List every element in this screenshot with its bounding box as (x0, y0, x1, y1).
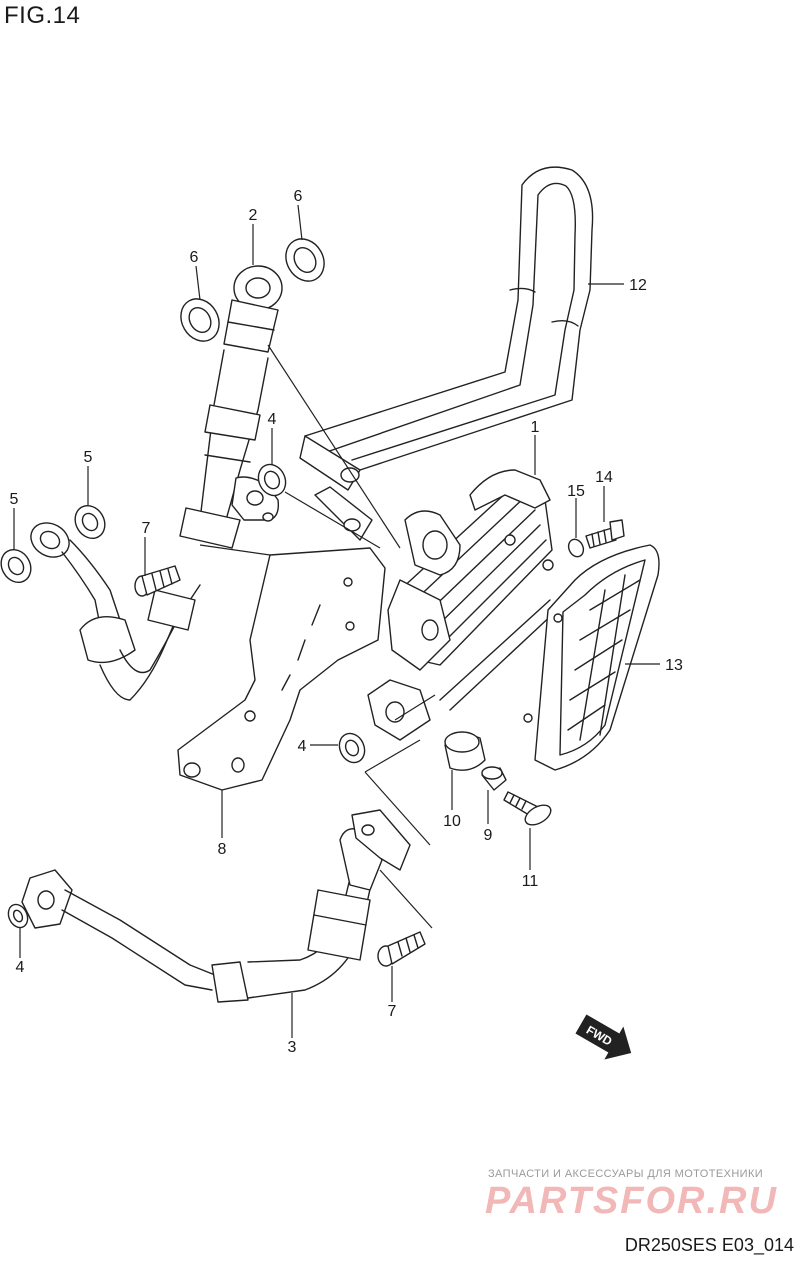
fwd-arrow-icon: FWD (575, 1014, 632, 1060)
part-4-washer-middle[interactable] (335, 729, 369, 766)
callout-7-upper: 7 (142, 520, 151, 537)
part-1-oil-cooler[interactable] (367, 469, 556, 741)
assembly-alignment-lines (199, 344, 436, 929)
callout-1: 1 (531, 419, 540, 436)
part-8-bracket[interactable] (177, 547, 386, 791)
callout-4-lower: 4 (16, 959, 25, 976)
part-5-washer-b[interactable] (0, 544, 37, 587)
part-7-bolt-upper[interactable] (134, 565, 181, 597)
callout-6-a: 6 (190, 249, 199, 266)
callout-leader-lines (13, 204, 660, 1038)
callout-13: 13 (665, 657, 683, 674)
part-12-cooler-pipe[interactable] (299, 166, 594, 541)
part-10-grommet[interactable] (444, 731, 486, 771)
part-14-bolt[interactable] (585, 519, 625, 549)
drawing-code: DR250SES E03_014 (624, 1235, 794, 1255)
part-11-bolt[interactable] (503, 791, 554, 829)
callout-4-upper: 4 (268, 411, 277, 428)
callout-4-middle: 4 (298, 738, 307, 755)
callout-15: 15 (567, 483, 585, 500)
part-9-collar[interactable] (481, 766, 507, 791)
part-15-washer[interactable] (566, 537, 586, 559)
callout-5-b: 5 (10, 491, 19, 508)
part-4-washer-lower[interactable] (5, 901, 31, 930)
callout-5-a: 5 (84, 449, 93, 466)
part-6-washer-b[interactable] (278, 232, 331, 288)
part-3-lower-pipe[interactable] (21, 809, 411, 1003)
left-hose-banjo[interactable] (25, 516, 201, 701)
callout-14: 14 (595, 469, 613, 486)
part-7-bolt-lower[interactable] (377, 931, 426, 967)
part-6-washer-a[interactable] (173, 292, 226, 348)
callout-8: 8 (218, 841, 227, 858)
part-13-cooler-cover[interactable] (523, 544, 660, 771)
callout-12: 12 (629, 277, 647, 294)
watermark-tagline: ЗАПЧАСТИ И АКСЕССУАРЫ ДЛЯ МОТОТЕХНИКИ (488, 1168, 764, 1180)
callout-6-b: 6 (294, 188, 303, 205)
callout-10: 10 (443, 813, 461, 830)
part-4-washer-upper[interactable] (253, 460, 290, 500)
callout-9: 9 (484, 827, 493, 844)
watermark-logo: PARTSFOR.RU (485, 1180, 778, 1222)
callout-3: 3 (288, 1039, 297, 1056)
part-5-washer-a[interactable] (69, 500, 110, 543)
figure-title: FIG.14 (4, 2, 81, 29)
callout-2: 2 (249, 207, 258, 224)
callout-11: 11 (522, 873, 539, 890)
callout-7-lower: 7 (388, 1003, 397, 1020)
